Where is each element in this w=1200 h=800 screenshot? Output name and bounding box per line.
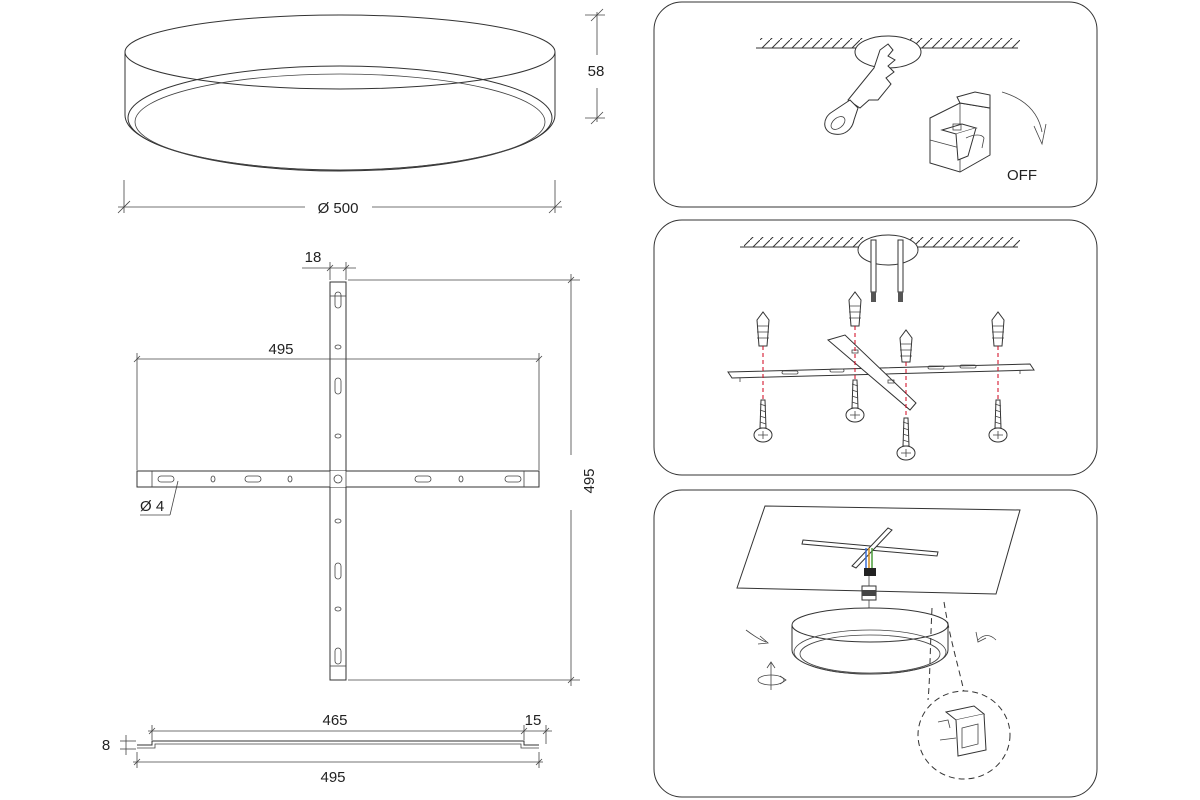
step-1-panel: OFF	[653, 1, 1098, 208]
off-label: OFF	[1007, 167, 1037, 184]
arm-width-dimension: 18	[302, 249, 356, 280]
rotate-arrow-icon	[977, 635, 997, 641]
mounting-bracket	[136, 281, 540, 681]
diameter-label: Ø 500	[318, 200, 359, 217]
bracket-side-profile: 8 465 15 495	[102, 712, 552, 786]
arm-width-label: 18	[305, 249, 322, 266]
side-total-label: 495	[320, 769, 345, 786]
wire-icon	[897, 239, 904, 293]
screw-icon	[896, 417, 916, 461]
bracket-span-vertical-dimension: 495	[348, 274, 598, 686]
rotate-arrow-icon	[745, 629, 767, 643]
side-inner-label: 465	[322, 712, 347, 729]
screw-icon	[845, 379, 865, 423]
lamp-install-view	[791, 607, 949, 675]
side-thickness-label: 8	[102, 737, 110, 754]
height-dimension: 58	[585, 8, 605, 125]
saw-icon	[824, 43, 896, 135]
side-end-label: 15	[525, 712, 542, 729]
wall-plug-icon	[756, 311, 770, 347]
hole-diameter-callout: Ø 4	[140, 480, 179, 516]
wall-plug-icon	[899, 329, 913, 363]
diameter-dimension: Ø 500	[117, 180, 562, 217]
wall-plug-icon	[848, 291, 862, 327]
step-3-panel	[653, 489, 1098, 798]
bracket-span-horizontal-label: 495	[268, 341, 293, 358]
wire-icon	[870, 239, 877, 293]
spring-clip-detail-icon	[937, 705, 987, 757]
bracket-perspective	[727, 334, 1035, 411]
bracket-span-vertical-label: 495	[581, 468, 598, 493]
power-switch-icon	[929, 91, 991, 173]
screw-icon	[988, 399, 1008, 443]
terminal-block-icon	[864, 568, 876, 576]
height-label: 58	[588, 63, 605, 80]
rotation-symbol-icon	[757, 661, 787, 690]
step-2-panel	[653, 219, 1098, 476]
hole-diameter-label: Ø 4	[140, 498, 164, 515]
wall-plug-icon	[991, 311, 1005, 347]
lamp-3d-view	[124, 14, 556, 172]
screw-icon	[753, 399, 773, 443]
rotate-arrow-icon	[1001, 91, 1043, 133]
bracket-span-horizontal-dimension: 495	[133, 341, 543, 470]
